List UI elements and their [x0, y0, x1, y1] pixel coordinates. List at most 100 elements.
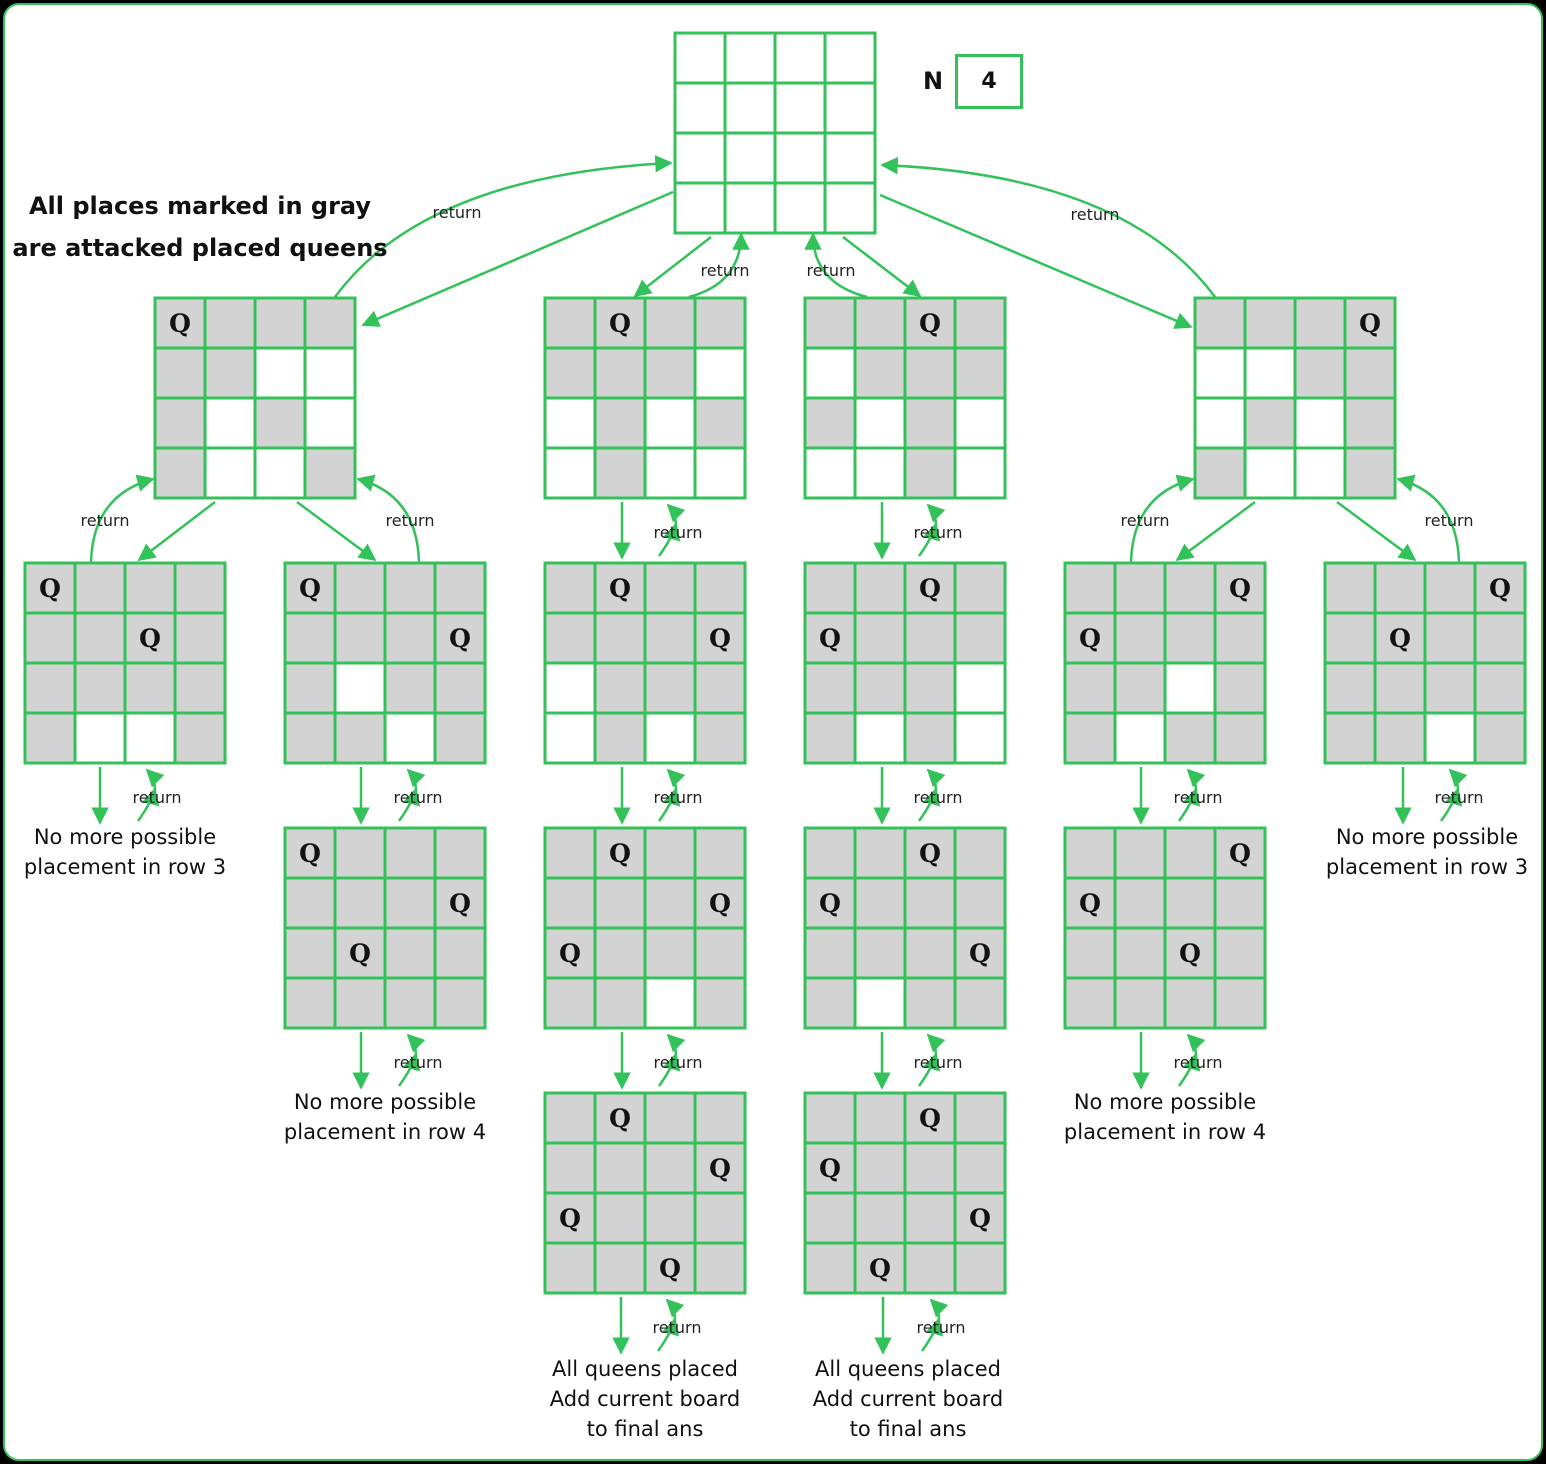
n-value: 4 [981, 69, 997, 94]
free-cell [543, 661, 597, 715]
queen-marker: Q [709, 624, 731, 653]
attacked-cell [333, 826, 387, 880]
attacked-cell [803, 396, 857, 450]
attacked-cell [1293, 296, 1347, 350]
attacked-cell [593, 926, 647, 980]
free-cell [1293, 446, 1347, 500]
attacked-cell [853, 926, 907, 980]
call-edges [89, 155, 1468, 1355]
attacked-cell [543, 561, 597, 615]
attacked-cell [1163, 826, 1217, 880]
attacked-cell [73, 561, 127, 615]
attacked-cell [903, 876, 957, 930]
attacked-cell [953, 346, 1007, 400]
attacked-cell [283, 611, 337, 665]
board-frame [283, 826, 487, 1030]
queen-marker: Q [709, 889, 731, 918]
attacked-cell [1063, 711, 1117, 765]
call-arrow [296, 500, 377, 562]
attacked-cell [643, 1091, 697, 1145]
attacked-cell [953, 826, 1007, 880]
return-arrow-tip [666, 1033, 686, 1057]
attacked-cell [543, 876, 597, 930]
attacked-cell [593, 876, 647, 930]
queen-marker: Q [919, 574, 941, 603]
attacked-cell [23, 711, 77, 765]
free-cell [823, 81, 877, 135]
attacked-cell [1343, 346, 1397, 400]
return-arrow [1439, 787, 1463, 822]
attacked-cell [433, 926, 487, 980]
attacked-cell [1323, 661, 1377, 715]
return-arrow-tip [926, 503, 946, 527]
return-label: return [914, 788, 963, 807]
attacked-cell [643, 346, 697, 400]
attacked-cell [643, 561, 697, 615]
free-cell [1193, 396, 1247, 450]
attacked-cell [693, 711, 747, 765]
free-cell [853, 976, 907, 1030]
attacked-cell [1113, 976, 1167, 1030]
attacked-cell [593, 396, 647, 450]
call-arrow [633, 236, 712, 298]
attacked-cell [903, 611, 957, 665]
attacked-cell [253, 296, 307, 350]
attacked-cell [693, 561, 747, 615]
attacked-cell [303, 296, 357, 350]
free-cell [693, 346, 747, 400]
free-cell [1193, 346, 1247, 400]
board-l1-d: Q [1193, 296, 1397, 500]
attacked-cell [1473, 661, 1527, 715]
attacked-cell [1063, 876, 1117, 930]
free-cell [203, 446, 257, 500]
attacked-cell [1373, 611, 1427, 665]
attacked-cell [1113, 876, 1167, 930]
attacked-cell [283, 876, 337, 930]
attacked-cell [643, 876, 697, 930]
queen-marker: Q [139, 624, 161, 653]
board-frame [1323, 561, 1527, 765]
return-arrow [657, 522, 681, 557]
free-cell [673, 181, 727, 235]
attacked-cell [953, 1091, 1007, 1145]
attacked-cell [593, 1191, 647, 1245]
free-cell [1423, 711, 1477, 765]
free-cell [123, 711, 177, 765]
attacked-cell [1343, 396, 1397, 450]
attacked-cell [283, 976, 337, 1030]
free-cell [673, 131, 727, 185]
attacked-cell [853, 661, 907, 715]
free-cell [723, 31, 777, 85]
attacked-cell [1373, 661, 1427, 715]
attacked-cell [1163, 561, 1217, 615]
attacked-cell [123, 561, 177, 615]
attacked-cell [1063, 826, 1117, 880]
attacked-cell [693, 976, 747, 1030]
queen-marker: Q [919, 839, 941, 868]
return-label: return [386, 511, 435, 530]
free-cell [803, 346, 857, 400]
attacked-cell [543, 611, 597, 665]
attacked-cell [153, 446, 207, 500]
board-frame [23, 561, 227, 765]
free-cell [253, 446, 307, 500]
attacked-cell [1423, 611, 1477, 665]
free-cell [853, 446, 907, 500]
attacked-cell [803, 926, 857, 980]
attacked-cell [1213, 926, 1267, 980]
queen-marker: Q [919, 1104, 941, 1133]
return-label: return [133, 788, 182, 807]
attacked-cell [1163, 711, 1217, 765]
return-arrow [1129, 474, 1195, 563]
attacked-cell [903, 1241, 957, 1295]
attacked-cell [153, 396, 207, 450]
attacked-cell [303, 446, 357, 500]
return-label: return [807, 261, 856, 280]
legend-line-2: are attacked placed queens [12, 234, 388, 262]
attacked-cell [593, 1241, 647, 1295]
queen-marker: Q [1229, 574, 1251, 603]
attacked-cell [953, 296, 1007, 350]
attacked-cell [693, 661, 747, 715]
